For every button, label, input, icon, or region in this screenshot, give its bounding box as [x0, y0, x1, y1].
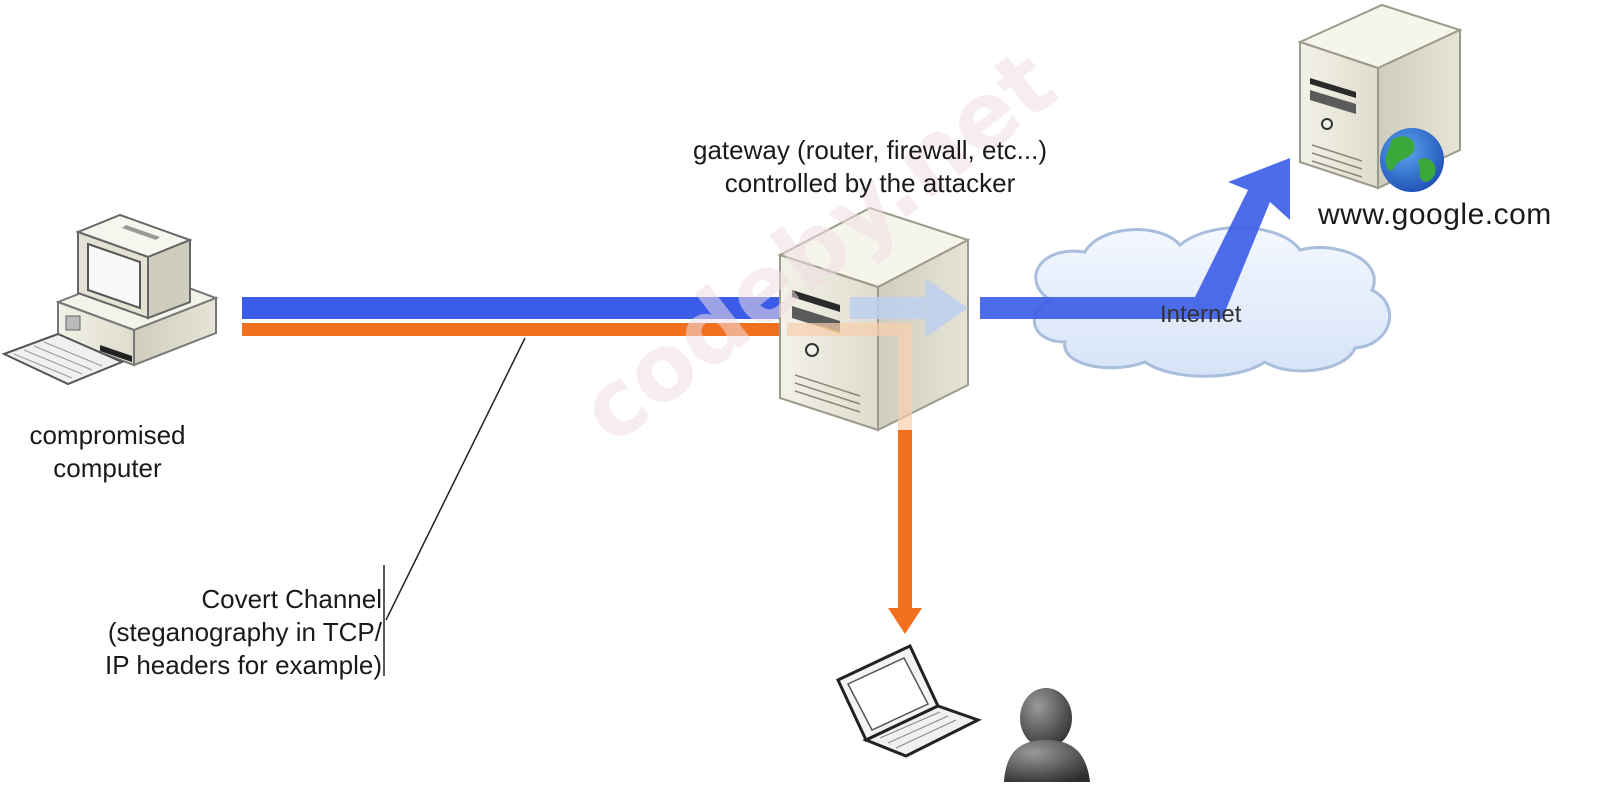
compromised-label-line1: compromised	[29, 420, 186, 450]
desktop-computer-icon	[1, 213, 219, 386]
laptop-icon	[836, 644, 982, 758]
covert-annotation-line3: IP headers for example)	[105, 650, 382, 680]
covert-annotation-line2: (steganography in TCP/	[107, 617, 382, 647]
google-label: www.google.com	[1318, 198, 1552, 231]
attacker	[836, 644, 1090, 782]
covert-exfil-arrowhead	[888, 608, 922, 634]
gateway-server	[777, 206, 971, 432]
pass-through-arrow	[850, 278, 968, 338]
covert-exfil-line	[898, 430, 912, 610]
normal-traffic-line	[242, 297, 787, 319]
gateway-label: gateway (router, firewall, etc...) contr…	[640, 134, 1100, 200]
compromised-computer	[1, 213, 219, 386]
user-icon	[1004, 688, 1090, 782]
web-server-globe-icon	[1297, 3, 1463, 192]
server-tower-icon	[777, 206, 971, 432]
internet-traffic-line	[980, 158, 1290, 319]
gateway-label-line1: gateway (router, firewall, etc...)	[692, 135, 1048, 165]
internet-label: Internet	[1160, 301, 1242, 328]
compromised-label-line2: computer	[53, 453, 162, 483]
covert-channel-annotation: Covert Channel (steganography in TCP/ IP…	[20, 583, 382, 682]
compromised-computer-label: compromised computer	[0, 419, 215, 485]
gateway-label-line2: controlled by the attacker	[724, 168, 1016, 198]
covert-annotation-line1: Covert Channel	[201, 584, 382, 614]
covert-channel-pointer	[385, 337, 526, 621]
covert-path-inside-gateway	[787, 323, 912, 430]
covert-traffic-line	[242, 323, 787, 336]
google-server	[1297, 3, 1463, 192]
